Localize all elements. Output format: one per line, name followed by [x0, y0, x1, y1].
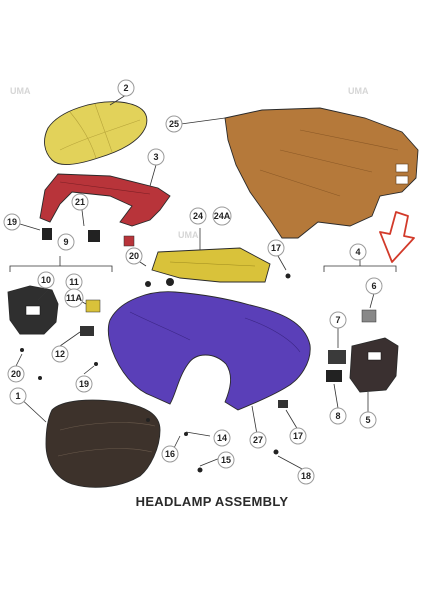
callout-1: 1 — [9, 387, 27, 405]
callout-7: 7 — [329, 311, 347, 329]
svg-text:11: 11 — [69, 277, 79, 287]
callout-9: 9 — [57, 233, 75, 251]
callout-8: 8 — [329, 407, 347, 425]
callout-16: 16 — [161, 445, 179, 463]
callout-24a: 24A — [212, 206, 232, 226]
part-visor — [44, 101, 148, 165]
svg-text:9: 9 — [63, 237, 68, 247]
callout-19: 19 — [75, 375, 93, 393]
svg-text:12: 12 — [55, 349, 65, 359]
callout-11: 11 — [65, 273, 83, 291]
callout-6: 6 — [365, 277, 383, 295]
svg-text:5: 5 — [365, 415, 370, 425]
svg-text:11A: 11A — [66, 293, 83, 303]
part-headlamp — [45, 399, 161, 488]
callout-22: 20 — [125, 247, 143, 265]
small-parts — [20, 228, 377, 473]
svg-text:19: 19 — [7, 217, 17, 227]
callout-5: 5 — [359, 411, 377, 429]
svg-text:7: 7 — [335, 315, 340, 325]
part-mount-bracket — [151, 247, 271, 283]
svg-text:18: 18 — [301, 471, 311, 481]
svg-text:24A: 24A — [214, 211, 231, 221]
callout-18-top: 17 — [267, 239, 285, 257]
callout-10: 10 — [37, 271, 55, 289]
svg-text:25: 25 — [169, 119, 179, 129]
svg-text:15: 15 — [221, 455, 231, 465]
svg-text:2: 2 — [123, 83, 128, 93]
svg-text:17: 17 — [271, 243, 281, 253]
svg-text:20: 20 — [11, 369, 21, 379]
part-left-housing — [7, 285, 59, 335]
part-rear-cover — [39, 173, 171, 227]
svg-text:1: 1 — [15, 391, 20, 401]
watermark-center: UMA — [178, 230, 199, 240]
callout-12: 12 — [51, 345, 69, 363]
callout-14: 14 — [213, 429, 231, 447]
svg-text:20: 20 — [129, 251, 139, 261]
callout-27: 27 — [249, 431, 267, 449]
svg-text:16: 16 — [165, 449, 175, 459]
callout-24: 24 — [189, 207, 207, 225]
svg-text:17: 17 — [293, 431, 303, 441]
callout-3: 3 — [147, 148, 165, 166]
svg-text:27: 27 — [253, 435, 263, 445]
svg-text:14: 14 — [217, 433, 227, 443]
part-right-housing — [349, 337, 399, 393]
callout-11a: 11A — [64, 288, 84, 308]
svg-text:6: 6 — [371, 281, 376, 291]
svg-text:8: 8 — [335, 411, 340, 421]
callout-2: 2 — [117, 79, 135, 97]
svg-text:4: 4 — [355, 247, 360, 257]
callout-17: 17 — [289, 427, 307, 445]
callout-21: 19 — [3, 213, 21, 231]
red-outline-arrow-icon — [379, 211, 415, 263]
watermark-left: UMA — [10, 86, 31, 96]
callout-23: 21 — [71, 193, 89, 211]
part-front-shell — [107, 291, 311, 411]
svg-text:21: 21 — [75, 197, 85, 207]
part-dashboard — [224, 107, 419, 239]
group-brackets — [9, 256, 397, 272]
callout-15: 15 — [217, 451, 235, 469]
callout-20: 20 — [7, 365, 25, 383]
diagram-title: HEADLAMP ASSEMBLY — [135, 494, 289, 509]
svg-text:19: 19 — [79, 379, 89, 389]
svg-text:3: 3 — [153, 152, 158, 162]
watermark-right: UMA — [348, 86, 369, 96]
callout-25: 25 — [165, 115, 183, 133]
svg-text:10: 10 — [41, 275, 51, 285]
callout-4: 4 — [349, 243, 367, 261]
svg-text:24: 24 — [193, 211, 203, 221]
callout-18-bottom: 18 — [297, 467, 315, 485]
